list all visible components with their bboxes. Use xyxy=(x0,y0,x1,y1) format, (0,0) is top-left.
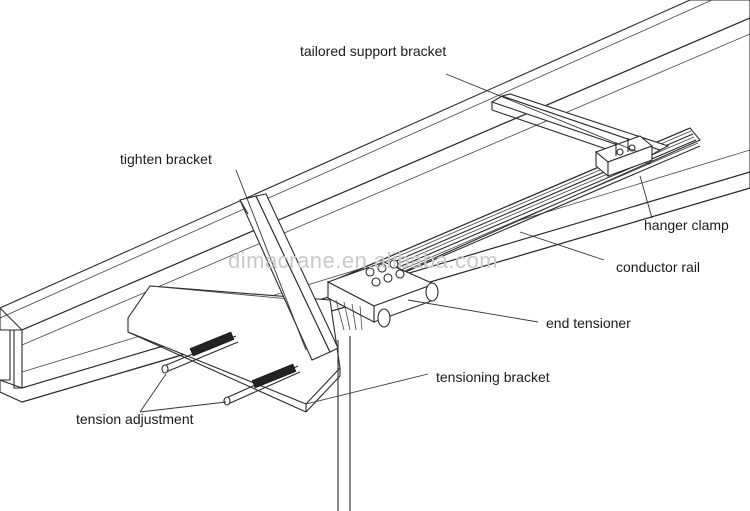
label-conductor-rail: conductor rail xyxy=(616,259,700,275)
label-tension-adjustment: tension adjustment xyxy=(76,411,194,427)
spring-rod xyxy=(189,331,235,357)
label-tensioning-bracket: tensioning bracket xyxy=(436,369,550,385)
leader-lines xyxy=(139,73,653,413)
label-hanger-clamp: hanger clamp xyxy=(644,217,729,233)
label-tailored-support-bracket: tailored support bracket xyxy=(300,43,446,59)
label-end-tensioner: end tensioner xyxy=(546,315,631,331)
i-beam xyxy=(0,0,750,403)
drop-pole xyxy=(337,336,351,511)
tailored-support-bracket xyxy=(490,93,670,165)
watermark: dimacrane.en.alibaba.com xyxy=(228,248,498,273)
tension-adjustment xyxy=(161,331,301,406)
hanger-clamp xyxy=(594,135,654,178)
end-tensioner xyxy=(326,259,439,331)
spring-rod xyxy=(251,363,297,389)
label-tighten-bracket: tighten bracket xyxy=(120,151,212,167)
